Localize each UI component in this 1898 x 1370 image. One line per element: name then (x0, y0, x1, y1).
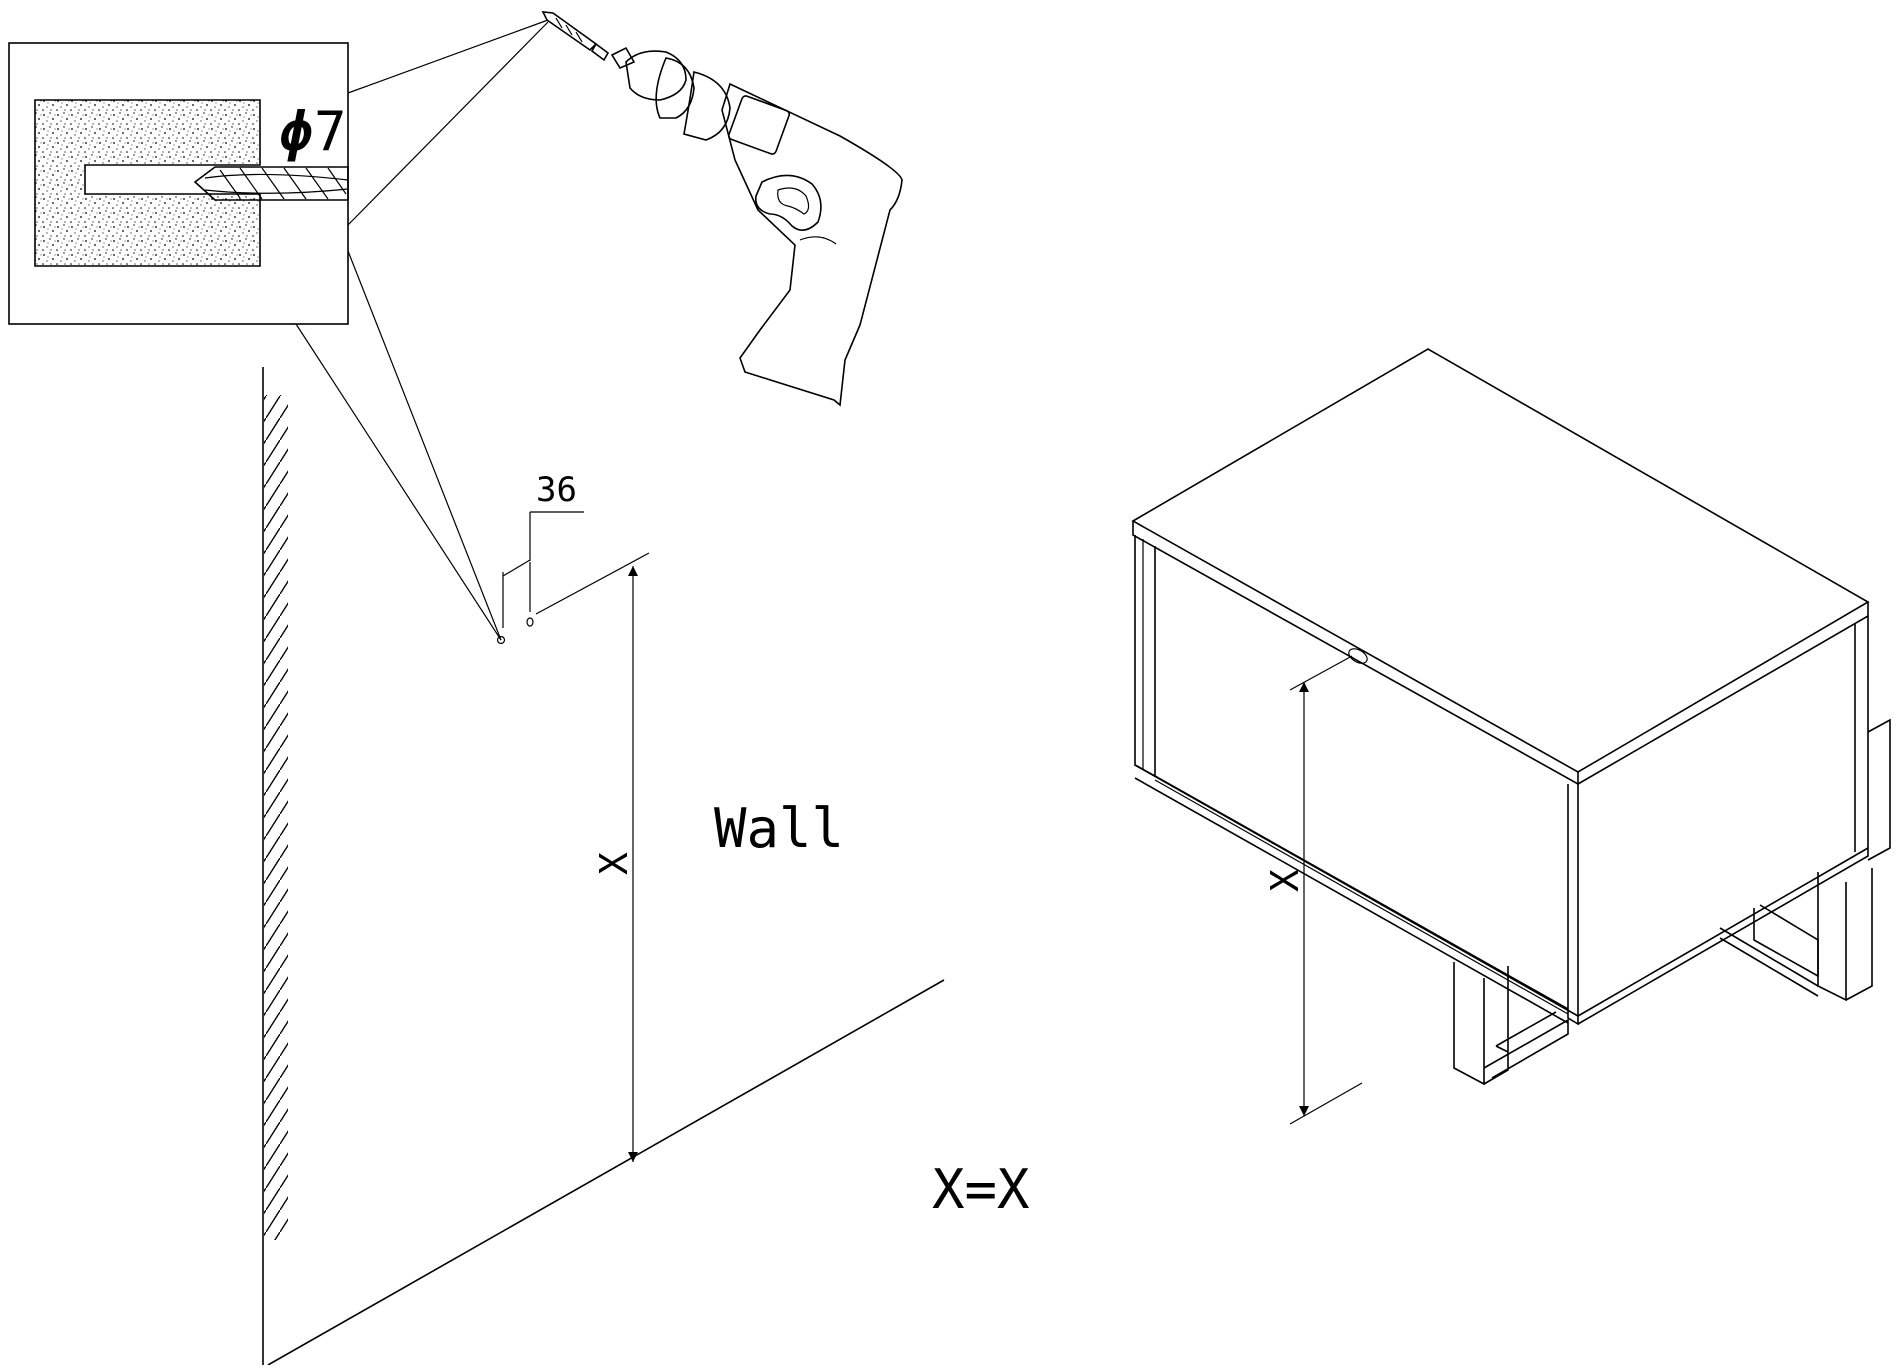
cabinet-back-post (1867, 718, 1891, 861)
floor-line (267, 979, 945, 1366)
cabinet-top (1131, 348, 1870, 773)
cabinet-leg-left (1453, 962, 1509, 1086)
drill-bit-icon (193, 166, 349, 201)
cabinet-drawing: X (1131, 348, 1891, 1125)
hole-right (526, 617, 534, 627)
cabinet-left-post (1134, 535, 1156, 778)
wall-label: Wall (714, 797, 844, 860)
wall-section (34, 99, 261, 267)
wall-edge (262, 367, 288, 1365)
cabinet-leg-right (1817, 868, 1873, 1002)
drill-diameter-symbol: ϕ (280, 100, 313, 163)
cabinet-hanging-slot (1348, 648, 1368, 664)
detail-inset: ϕ 7 (8, 42, 349, 325)
wall-height-label: X (592, 852, 636, 875)
drill-diameter-value: 7 (314, 100, 347, 163)
hole-spacing-label: 36 (536, 470, 577, 510)
equation-label: X=X (932, 1158, 1030, 1221)
hole-left (496, 635, 506, 645)
callout-lines (295, 19, 549, 641)
power-drill-icon (541, 11, 903, 407)
cabinet-height-label: X (1263, 869, 1307, 892)
wall-height-dimension: X (535, 552, 650, 1162)
hole-spacing-dimension: 36 (496, 470, 584, 645)
